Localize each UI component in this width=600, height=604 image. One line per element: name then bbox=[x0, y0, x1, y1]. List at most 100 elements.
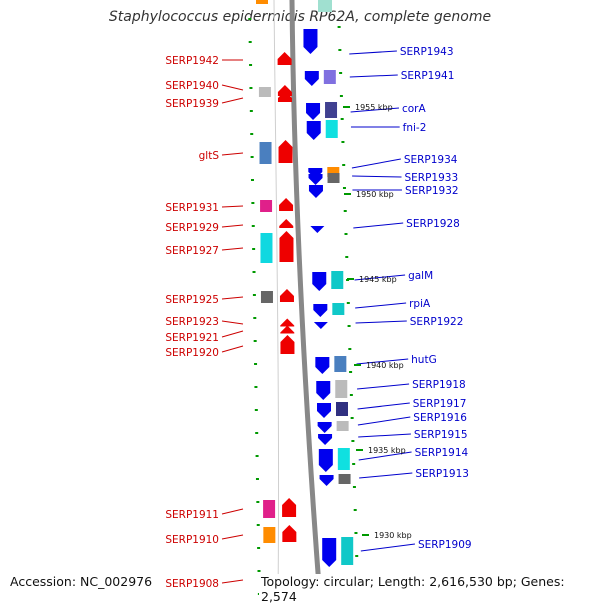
gene-label-left[interactable]: SERP1911 bbox=[165, 509, 219, 521]
gene-arrow-left[interactable] bbox=[278, 140, 293, 163]
gene-label-left[interactable]: gltS bbox=[199, 150, 220, 162]
gene-label-left[interactable]: SERP1931 bbox=[165, 202, 219, 214]
gene-label-right[interactable]: SERP1928 bbox=[406, 218, 460, 230]
label-connector bbox=[358, 433, 411, 438]
gene-arrow-left[interactable] bbox=[277, 91, 292, 102]
gene-label-right[interactable]: SERP1934 bbox=[404, 154, 458, 166]
scale-tick bbox=[352, 463, 356, 465]
gene-arrow-right[interactable] bbox=[303, 29, 318, 54]
gene-label-left[interactable]: SERP1940 bbox=[165, 80, 219, 92]
scale-tick bbox=[344, 233, 348, 235]
gene-label-right[interactable]: galM bbox=[408, 270, 433, 282]
gene-arrow-right[interactable] bbox=[318, 434, 333, 445]
gene-arrow-left[interactable] bbox=[277, 85, 292, 96]
cog-bar bbox=[256, 0, 268, 4]
gene-arrow-right[interactable] bbox=[318, 449, 333, 472]
gene-label-right[interactable]: SERP1915 bbox=[414, 429, 468, 441]
gene-arrow-right[interactable] bbox=[313, 304, 328, 317]
scale-label: 1930 kbp bbox=[374, 531, 412, 540]
cog-bar bbox=[325, 120, 338, 138]
gene-arrow-right[interactable] bbox=[322, 538, 337, 567]
label-connector bbox=[352, 175, 402, 178]
gene-label-left[interactable]: SERP1939 bbox=[165, 98, 219, 110]
gene-arrow-left[interactable] bbox=[279, 289, 294, 302]
cog-bar bbox=[325, 102, 338, 118]
cog-bar bbox=[332, 303, 345, 315]
gene-label-left[interactable]: SERP1923 bbox=[165, 316, 219, 328]
gene-label-right[interactable]: SERP1941 bbox=[401, 70, 455, 82]
cog-bar bbox=[335, 402, 348, 416]
gene-arrow-right[interactable] bbox=[306, 103, 321, 120]
scale-tick bbox=[255, 455, 259, 457]
cog-bar bbox=[259, 142, 272, 164]
gene-arrow-right[interactable] bbox=[316, 381, 331, 400]
label-connector bbox=[221, 345, 244, 353]
gene-label-right[interactable]: SERP1933 bbox=[404, 172, 458, 184]
gene-arrow-right[interactable] bbox=[308, 168, 323, 179]
scale-tick bbox=[256, 501, 260, 503]
scale-tick bbox=[255, 478, 259, 480]
scale-tick bbox=[257, 547, 261, 549]
scale-tick bbox=[339, 72, 343, 74]
gene-label-left[interactable]: SERP1910 bbox=[165, 534, 219, 546]
scale-major-tick bbox=[356, 449, 363, 451]
gene-arrow-right[interactable] bbox=[308, 185, 323, 198]
gene-label-right[interactable]: SERP1916 bbox=[413, 412, 467, 424]
cog-bar bbox=[260, 233, 273, 263]
cog-bar bbox=[263, 527, 276, 543]
gene-label-right[interactable]: rpiA bbox=[409, 298, 431, 310]
gene-arrow-left[interactable] bbox=[279, 219, 294, 228]
gene-arrow-left[interactable] bbox=[282, 525, 297, 542]
gene-label-left[interactable]: SERP1927 bbox=[165, 245, 219, 257]
gene-arrow-right[interactable] bbox=[306, 121, 321, 140]
gene-arrow-right[interactable] bbox=[308, 174, 323, 185]
gene-label-right[interactable]: corA bbox=[402, 103, 427, 115]
gene-label-right[interactable]: SERP1917 bbox=[413, 398, 467, 410]
gene-arrow-right[interactable] bbox=[312, 272, 327, 291]
gene-label-right[interactable]: SERP1922 bbox=[410, 316, 464, 328]
gene-label-left[interactable]: SERP1921 bbox=[165, 332, 219, 344]
gene-arrow-right[interactable] bbox=[313, 322, 328, 329]
gene-arrow-left[interactable] bbox=[277, 52, 292, 65]
gene-label-right[interactable]: SERP1909 bbox=[418, 539, 472, 551]
cog-bar bbox=[327, 167, 340, 177]
gene-arrow-right[interactable] bbox=[316, 403, 331, 418]
label-connector bbox=[221, 84, 244, 91]
gene-arrow-right[interactable] bbox=[304, 71, 319, 86]
gene-arrow-right[interactable] bbox=[315, 357, 330, 374]
gene-arrow-left[interactable] bbox=[279, 231, 294, 262]
scale-tick bbox=[348, 348, 352, 350]
gene-label-left[interactable]: SERP1920 bbox=[165, 347, 219, 359]
label-connector bbox=[349, 50, 397, 55]
scale-tick bbox=[250, 133, 254, 135]
accession-text: Accession: NC_002976 bbox=[8, 574, 155, 589]
gene-label-right[interactable]: SERP1932 bbox=[405, 185, 459, 197]
gene-arrow-right[interactable] bbox=[310, 226, 325, 233]
gene-label-right[interactable]: SERP1913 bbox=[415, 468, 469, 480]
gene-label-left[interactable]: SERP1942 bbox=[165, 55, 219, 67]
gene-arrow-left[interactable] bbox=[280, 335, 295, 354]
label-connector bbox=[349, 74, 398, 78]
gene-label-right[interactable]: SERP1918 bbox=[412, 379, 466, 391]
backbone-line bbox=[289, 0, 323, 600]
gene-arrow-right[interactable] bbox=[319, 475, 334, 486]
scale-tick bbox=[350, 417, 354, 419]
gene-arrow-left[interactable] bbox=[279, 198, 294, 211]
gene-label-left[interactable]: SERP1925 bbox=[165, 294, 219, 306]
gene-arrow-left[interactable] bbox=[280, 318, 295, 327]
gene-label-left[interactable]: SERP1929 bbox=[165, 222, 219, 234]
gene-arrow-left[interactable] bbox=[282, 498, 297, 517]
cog-bar bbox=[258, 87, 271, 97]
gene-arrow-right[interactable] bbox=[317, 422, 332, 433]
gene-arrow-left[interactable] bbox=[280, 325, 295, 334]
scale-tick bbox=[253, 317, 257, 319]
gene-arrows bbox=[277, 29, 337, 583]
cog-color-bars bbox=[256, 0, 354, 565]
gene-label-left[interactable]: SERP1908 bbox=[165, 578, 219, 590]
scale-tick bbox=[338, 49, 342, 51]
gene-label-right[interactable]: hutG bbox=[411, 354, 437, 366]
gene-label-right[interactable]: fni-2 bbox=[403, 122, 427, 134]
scale-tick bbox=[248, 18, 252, 20]
gene-label-right[interactable]: SERP1943 bbox=[400, 46, 454, 58]
gene-label-right[interactable]: SERP1914 bbox=[415, 447, 469, 459]
